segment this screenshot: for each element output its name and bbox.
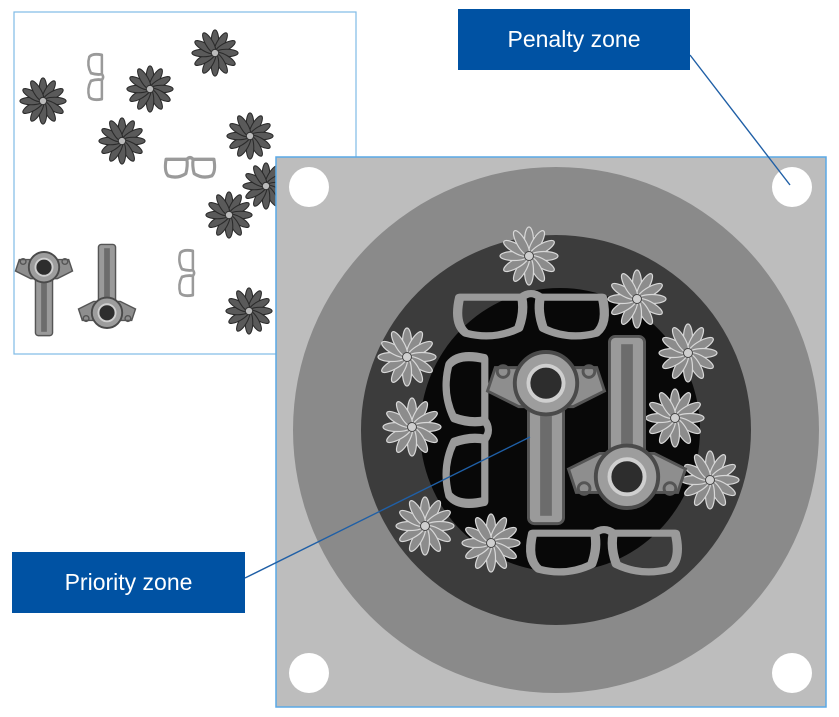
penalty-callout-line [689, 54, 791, 186]
penalty-zone-label: Penalty zone [458, 9, 690, 70]
priority-callout-line [244, 436, 531, 579]
corner-hole [289, 167, 329, 207]
zone-map [275, 156, 827, 708]
corner-hole [289, 653, 329, 693]
priority-zone-label: Priority zone [12, 552, 245, 613]
corner-hole [772, 653, 812, 693]
corner-hole [772, 167, 812, 207]
